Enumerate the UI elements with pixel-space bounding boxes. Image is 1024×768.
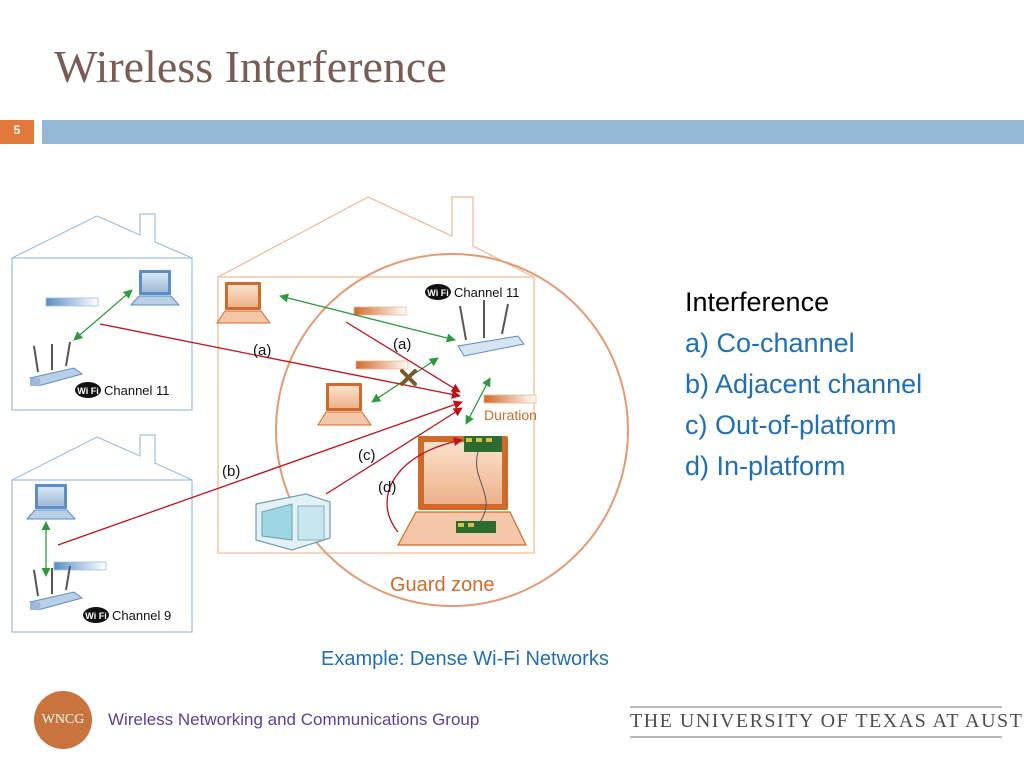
duration-bar: [483, 394, 537, 404]
laptop-icon: [129, 270, 181, 306]
interference-arrow: [345, 321, 461, 393]
svg-text:Wi Fi: Wi Fi: [85, 611, 106, 621]
divider: [630, 706, 1002, 708]
guard-zone-label: Guard zone: [390, 574, 495, 596]
signal-bar: [355, 360, 409, 370]
figure-caption: Example: Dense Wi-Fi Networks: [321, 648, 609, 670]
legend-heading: Interference: [685, 287, 830, 317]
laptop-icon: [216, 282, 271, 324]
slide-title: Wireless Interference: [54, 41, 447, 92]
divider: [630, 736, 1002, 738]
association-arrow: [73, 289, 133, 341]
blocked-x-icon: [400, 369, 417, 386]
interference-arrow: [325, 407, 463, 495]
house-center: [217, 196, 535, 554]
path-label: (d): [378, 479, 396, 496]
laptop-icon: [25, 484, 77, 520]
wifi-icon: Wi Fi: [75, 382, 101, 398]
university-name: THE UNIVERSITY OF TEXAS AT AUSTIN: [630, 710, 1024, 732]
group-name: Wireless Networking and Communications G…: [108, 710, 480, 729]
house-top-left: [11, 213, 193, 411]
legend-item: d) In-platform: [685, 451, 846, 481]
path-label: (a): [393, 336, 411, 353]
laptop-with-radios-icon: [396, 436, 527, 546]
header-bar: [42, 120, 1024, 144]
wifi-icon: Wi Fi: [425, 284, 451, 300]
laptop-icon: [317, 383, 372, 426]
router-icon: [29, 341, 84, 387]
path-label: (b): [222, 463, 240, 480]
interference-arrow: [57, 400, 463, 546]
association-arrow: [465, 377, 491, 425]
signal-bar: [45, 297, 99, 307]
router-icon: [457, 300, 525, 357]
guard-zone-circle: [275, 253, 629, 607]
path-label: (c): [358, 447, 376, 464]
interference-legend: Interference a) Co-channel b) Adjacent c…: [685, 282, 922, 487]
wifi-icon: Wi Fi: [83, 607, 109, 623]
house-bottom-left: [11, 434, 193, 633]
channel-label: Channel 9: [112, 608, 171, 623]
interference-arrow: [386, 437, 463, 533]
association-arrow: [279, 293, 456, 343]
wncg-logo: [34, 691, 92, 749]
legend-item: a) Co-channel: [685, 328, 855, 358]
svg-text:Wi Fi: Wi Fi: [427, 288, 448, 298]
slide-number: 5: [13, 123, 21, 137]
signal-bar: [353, 306, 407, 316]
legend-item: c) Out-of-platform: [685, 410, 897, 440]
duration-label: Duration: [484, 407, 537, 423]
microwave-icon: [255, 493, 331, 551]
router-icon: [29, 565, 84, 611]
wncg-logo-text: WNCG: [41, 712, 85, 727]
path-label: (a): [253, 342, 271, 359]
legend-item: b) Adjacent channel: [685, 369, 923, 399]
channel-label: Channel 11: [454, 285, 520, 300]
svg-text:Wi Fi: Wi Fi: [77, 386, 98, 396]
signal-bar: [53, 561, 107, 571]
channel-label: Channel 11: [104, 383, 170, 398]
slide-number-box: [0, 120, 34, 144]
